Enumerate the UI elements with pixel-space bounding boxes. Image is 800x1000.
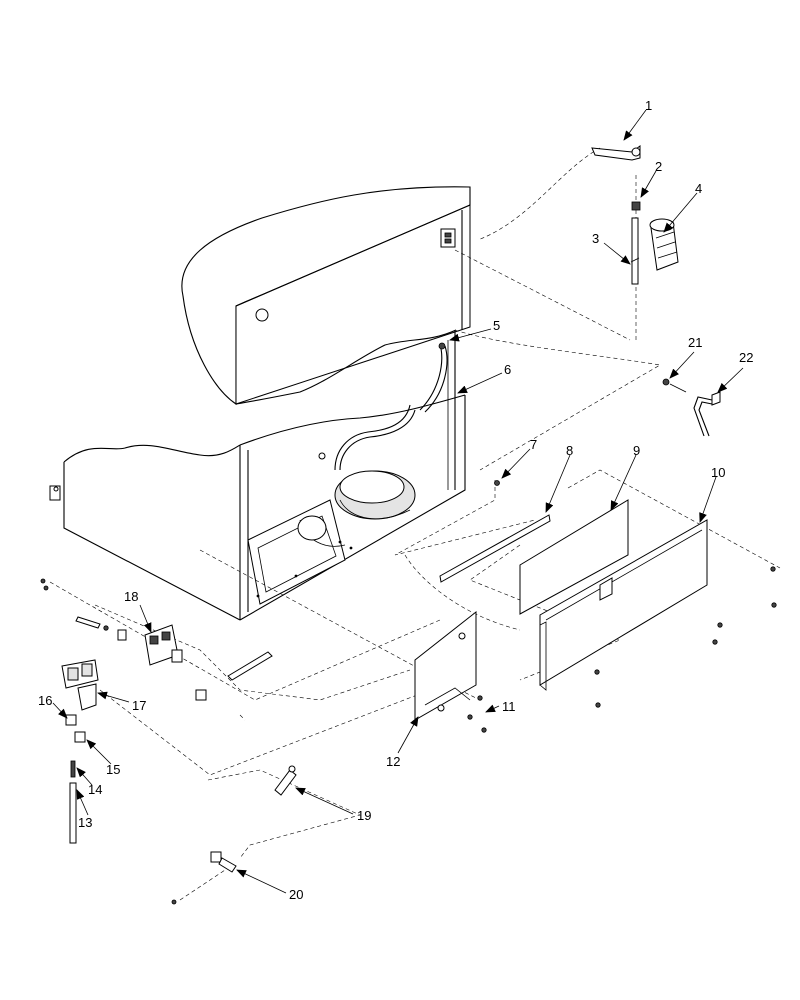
- part-4-sleeve: [649, 218, 679, 271]
- part-17-water-valve: [61, 659, 99, 711]
- callout-21: 21: [688, 335, 702, 350]
- callout-13: 13: [78, 815, 92, 830]
- callout-8: 8: [566, 443, 573, 458]
- part-10-access-panel: [539, 519, 708, 691]
- callout-1: 1: [645, 98, 652, 113]
- callout-16: 16: [38, 693, 52, 708]
- callout-5: 5: [493, 318, 500, 333]
- panel-screws: [467, 566, 777, 733]
- callout-12: 12: [386, 754, 400, 769]
- callout-17: 17: [132, 698, 146, 713]
- part-7-screw: [494, 480, 500, 486]
- callout-2: 2: [655, 159, 662, 174]
- part-3-tube: [630, 217, 640, 285]
- callout-7: 7: [530, 437, 537, 452]
- callout-4: 4: [695, 181, 702, 196]
- part-19-clip: [274, 765, 297, 796]
- part-20-fitting: [171, 851, 237, 905]
- callout-22: 22: [739, 350, 753, 365]
- callout-labels: 1 2 3 4 5 6 7 8 9 10 11 12 13 14 15 16 1…: [38, 98, 753, 902]
- part-15-nut: [74, 731, 86, 743]
- callout-20: 20: [289, 887, 303, 902]
- part-8-strip: [439, 514, 551, 583]
- callout-14: 14: [88, 782, 102, 797]
- part-14-tube: [70, 760, 76, 778]
- part-5-clip: [438, 342, 446, 350]
- part-16-nut: [65, 714, 77, 726]
- part-2-fitting: [631, 201, 641, 211]
- refrigerator-cabinet: [49, 186, 471, 621]
- callout-6: 6: [504, 362, 511, 377]
- callout-19: 19: [357, 808, 371, 823]
- callout-18: 18: [124, 589, 138, 604]
- callout-9: 9: [633, 443, 640, 458]
- part-13-tube: [69, 782, 77, 844]
- dashed-leaders: [49, 147, 781, 901]
- connector-tube: [195, 651, 273, 701]
- callout-arrows: [52, 109, 744, 894]
- part-1-nozzle: [591, 145, 641, 161]
- callout-11: 11: [502, 699, 516, 714]
- callout-15: 15: [106, 762, 120, 777]
- part-12-bracket-plate: [414, 610, 477, 721]
- part-21-screw: [662, 378, 687, 393]
- callout-3: 3: [592, 231, 599, 246]
- part-22-elbow: [693, 391, 721, 437]
- part-18-valve-assembly: [40, 578, 183, 666]
- part-9-panel: [519, 499, 629, 615]
- callout-10: 10: [711, 465, 725, 480]
